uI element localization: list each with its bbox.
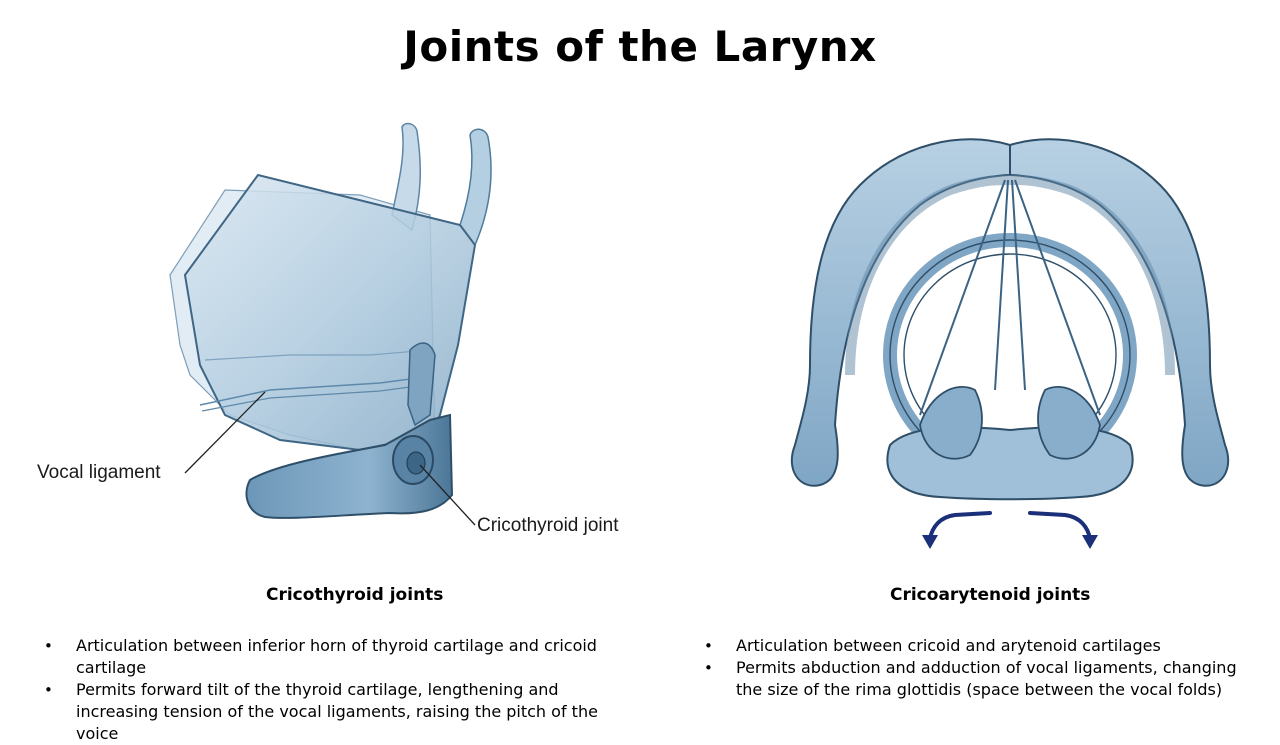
arytenoid-right <box>1037 386 1101 460</box>
arrow-head-left <box>922 535 938 549</box>
left-bullet-item: Articulation between inferior horn of th… <box>44 635 644 679</box>
arrow-head-right <box>1082 535 1098 549</box>
right-section-title: Cricoarytenoid joints <box>890 585 1091 605</box>
right-bullet-item: Articulation between cricoid and aryteno… <box>704 635 1264 657</box>
vocal-ligaments <box>919 179 1101 416</box>
left-bullet-item: Permits forward tilt of the thyroid cart… <box>44 679 644 745</box>
left-section-title: Cricothyroid joints <box>266 585 444 605</box>
page-title: Joints of the Larynx <box>403 22 877 71</box>
vocal-ligament-label: Vocal ligament <box>37 462 161 483</box>
cricothyroid-joint-leader <box>419 464 476 526</box>
arytenoid-left <box>919 386 983 460</box>
cricothyroid-illustration <box>169 122 492 526</box>
inferior-horn <box>407 342 436 427</box>
right-bullet-list: Articulation between cricoid and aryteno… <box>704 635 1264 701</box>
cricoarytenoid-illustration <box>790 138 1230 549</box>
vocal-ligament-leader <box>184 391 266 474</box>
left-bullet-list: Articulation between inferior horn of th… <box>44 635 644 745</box>
right-bullet-item: Permits abduction and adduction of vocal… <box>704 657 1264 701</box>
superior-horn-back <box>391 122 421 232</box>
cricothyroid-joint-label: Cricothyroid joint <box>477 515 619 536</box>
abduction-arrows <box>928 511 1092 541</box>
vocal-ligament-line <box>199 376 426 406</box>
superior-horn-front <box>459 128 492 247</box>
thyroid-lamina <box>183 173 477 452</box>
